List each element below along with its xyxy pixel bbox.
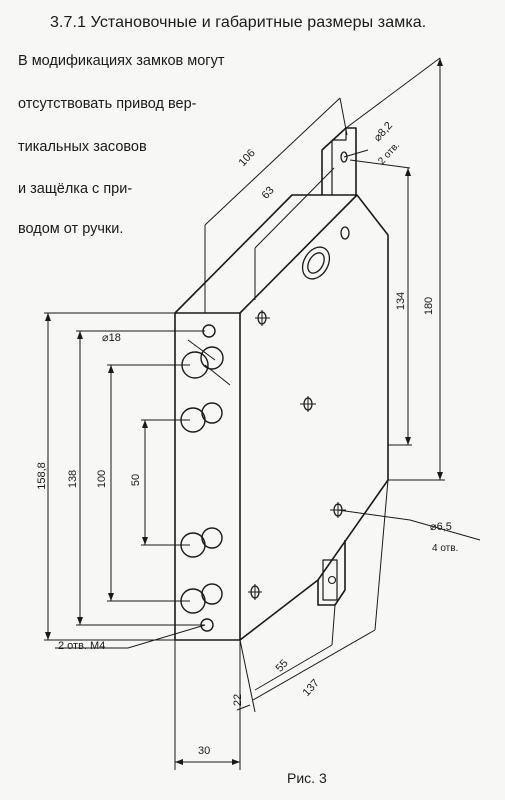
lock-body	[174, 127, 389, 641]
dimension-lines	[44, 57, 481, 770]
dim-180: 180	[423, 296, 436, 316]
dim-diameter-6-5: ⌀6,5	[430, 521, 452, 533]
dim-6-5-count: 4 отв.	[432, 543, 459, 554]
dim-158-8: 158,8	[35, 462, 48, 490]
dim-134: 134	[395, 291, 408, 311]
bottom-bolt	[317, 540, 346, 606]
dim-30: 30	[198, 745, 211, 757]
top-bolt	[321, 127, 357, 195]
note-line-3: тикальных засовов	[18, 139, 147, 155]
arrowheads	[45, 58, 443, 765]
note-line-2: отсутствовать привод вер-	[18, 96, 197, 112]
front-holes	[180, 324, 224, 632]
lock-top-face	[174, 194, 358, 314]
dim-diameter-18: ⌀18	[102, 332, 121, 344]
dim-m4-holes: 2 отв. М4	[58, 640, 106, 652]
note-line-4: и защёлка с при-	[18, 181, 133, 197]
figure-caption: Рис. 3	[287, 770, 327, 786]
section-heading: 3.7.1 Установочные и габаритные размеры …	[50, 14, 427, 31]
dim-18-value: 18	[108, 332, 121, 344]
dim-100: 100	[96, 469, 109, 489]
dim-50: 50	[130, 473, 143, 487]
note-line-5: водом от ручки.	[18, 221, 124, 237]
dim-138: 138	[67, 469, 80, 489]
note-line-1: В модификациях замков могут	[18, 53, 225, 69]
dim-22: 22	[232, 693, 245, 707]
lock-side-face	[239, 194, 389, 641]
dim-6-5-value: 6,5	[436, 521, 452, 533]
